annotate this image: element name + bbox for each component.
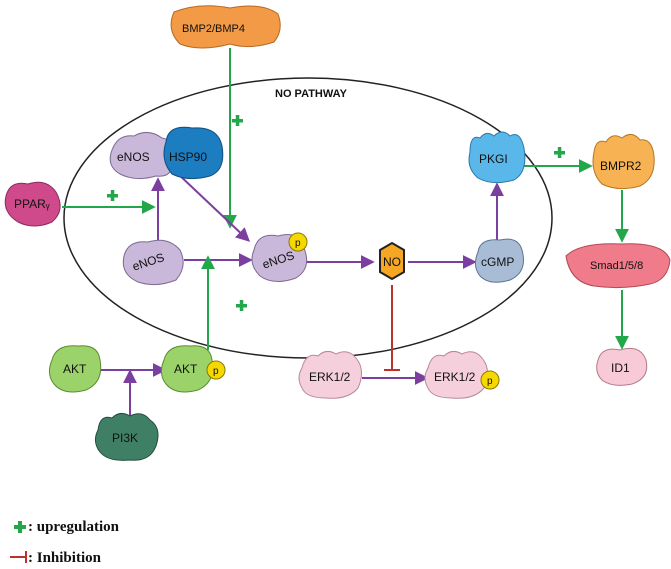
akt-shape (48, 345, 102, 393)
plus-icon (232, 115, 243, 126)
no-pathway-boundary (63, 77, 553, 359)
erk-shape (298, 350, 362, 399)
plus-icon (554, 147, 565, 158)
enos-left-shape (122, 239, 184, 286)
legend-inhibition: : Inhibition (28, 550, 102, 566)
phospho-label: p (487, 376, 493, 387)
plus-icon (107, 190, 118, 201)
bmp-ligand-shape (170, 5, 281, 49)
smad-label: Smad1/5/8 (590, 260, 643, 272)
phospho-badge (206, 360, 226, 380)
smad-shape (565, 243, 671, 289)
erk-p-label: ERK1/2 (434, 370, 476, 384)
ppar-shape (4, 181, 61, 227)
hsp90-shape (163, 126, 224, 180)
akt-p-shape (160, 345, 214, 393)
phospho-label: p (295, 238, 301, 249)
pi3k-shape (94, 412, 159, 461)
no-label: NO (383, 255, 401, 269)
erk-label: ERK1/2 (309, 370, 351, 384)
cgmp-label: cGMP (481, 255, 514, 269)
id1-label: ID1 (611, 361, 630, 375)
ppar-label: PPARᵧ (14, 197, 50, 211)
hsp90-label: HSP90 (169, 150, 207, 164)
arrow-hsp90-to-enos-p (175, 171, 251, 242)
cgmp-shape (474, 238, 524, 283)
pathway-title: NO PATHWAY (275, 88, 348, 100)
akt-label: AKT (63, 362, 87, 376)
enos-top-label: eNOS (117, 150, 150, 164)
legend-upregulation: : upregulation (28, 519, 120, 535)
bmp-label: BMP2/BMP4 (182, 23, 245, 35)
bmpr2-label: BMPR2 (600, 159, 642, 173)
no-hexagon (379, 241, 405, 281)
pkgi-shape (468, 131, 526, 184)
phospho-badge (288, 232, 308, 252)
legend-inhibition-icon (10, 551, 27, 563)
pi3k-label: PI3K (112, 431, 138, 445)
bmpr2-shape (592, 134, 655, 190)
phospho-label: p (213, 366, 219, 377)
akt-p-label: AKT (174, 362, 198, 376)
phospho-badge (480, 370, 500, 390)
plus-icon (236, 300, 247, 311)
pkgi-label: PKGI (479, 152, 508, 166)
id1-shape (596, 347, 648, 386)
legend-upregulation-icon (14, 521, 26, 533)
